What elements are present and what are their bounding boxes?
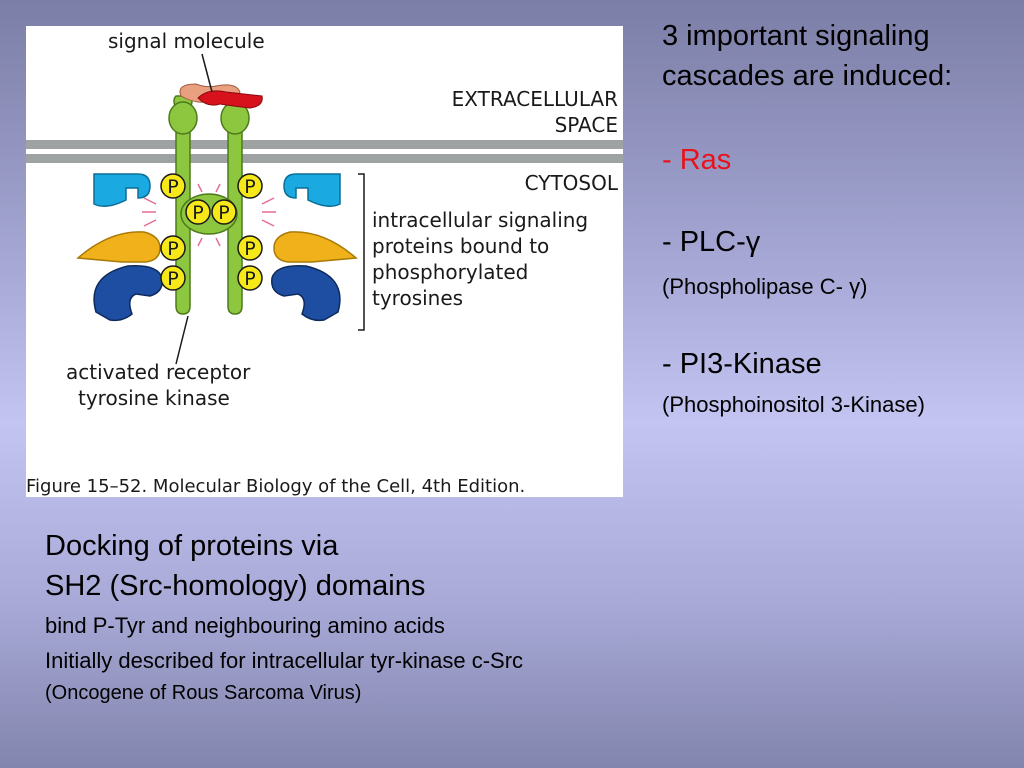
- intracellular-proteins-label: proteins bound to: [372, 234, 549, 258]
- docking-line1: Docking of proteins via: [45, 530, 339, 562]
- docking-line3: bind P-Tyr and neighbouring amino acids: [45, 613, 445, 638]
- receptor-label: tyrosine kinase: [78, 386, 230, 410]
- receptor-label: activated receptor: [66, 360, 251, 384]
- phosphate-label: P: [167, 268, 178, 290]
- phosphate-label: P: [218, 202, 229, 224]
- docking-protein-orange-right: [273, 231, 358, 263]
- membrane-gap: [26, 149, 623, 154]
- phosphotyrosine-group: P P P P P P P P: [160, 173, 263, 291]
- docking-protein-blue-right: [271, 265, 341, 322]
- activity-rays: [142, 183, 276, 247]
- extracellular-label: SPACE: [555, 113, 618, 137]
- docking-protein-blue-left: [93, 265, 163, 322]
- receptor-lobe-left: [168, 101, 198, 135]
- figure-caption: Figure 15–52. Molecular Biology of the C…: [26, 476, 525, 497]
- phosphate-label: P: [244, 176, 255, 198]
- membrane-outer-layer: [26, 140, 623, 149]
- cytosol-label: CYTOSOL: [525, 171, 619, 195]
- phosphate-circle: [237, 173, 263, 199]
- phosphate-label: P: [244, 238, 255, 260]
- intracellular-proteins-label: intracellular signaling: [372, 208, 588, 232]
- intracellular-proteins-label: phosphorylated: [372, 260, 528, 284]
- phosphate-circle: [211, 199, 237, 225]
- docking-line4: Initially described for intracellular ty…: [45, 648, 524, 673]
- phosphate-label: P: [192, 202, 203, 224]
- phosphate-circle: [185, 199, 211, 225]
- docking-protein-orange-left: [76, 231, 161, 263]
- signal-molecule-pointer: [201, 53, 213, 93]
- receptor-tyrosine-kinase-figure: P P P P P P P P signal molecule EXTRACEL…: [26, 26, 623, 497]
- cascade-item-pi3k: - PI3-Kinase: [662, 348, 822, 380]
- phosphate-label: P: [167, 176, 178, 198]
- extracellular-label: EXTRACELLULAR: [452, 87, 618, 111]
- protein-bracket: [358, 173, 365, 331]
- cascade-item-plc-subtitle: (Phospholipase C- γ): [662, 274, 868, 299]
- cascade-item-plc: - PLC-γ: [662, 226, 761, 258]
- phosphate-circle: [237, 235, 263, 261]
- phosphate-label: P: [167, 238, 178, 260]
- cascade-item-ras: - Ras: [662, 144, 732, 176]
- cascades-heading-line2: cascades are induced:: [662, 60, 953, 92]
- figure-diagram: P P P P P P P P signal molecule EXTRACEL…: [26, 29, 623, 497]
- phosphate-label: P: [244, 268, 255, 290]
- signal-molecule-label: signal molecule: [108, 29, 265, 53]
- signal-molecule-shape-front: [197, 90, 263, 109]
- phosphate-circle: [160, 173, 186, 199]
- docking-protein-cyan-right: [283, 173, 341, 207]
- receptor-pointer: [175, 315, 189, 365]
- docking-line5: (Oncogene of Rous Sarcoma Virus): [45, 682, 362, 704]
- cascade-item-pi3k-subtitle: (Phosphoinositol 3-Kinase): [662, 392, 925, 417]
- phosphate-circle: [160, 235, 186, 261]
- phosphate-circle: [237, 265, 263, 291]
- cascades-heading-line1: 3 important signaling: [662, 20, 930, 52]
- docking-line2: SH2 (Src-homology) domains: [45, 570, 426, 602]
- membrane-inner-layer: [26, 154, 623, 163]
- intracellular-proteins-label: tyrosines: [372, 286, 463, 310]
- docking-protein-cyan-left: [93, 173, 151, 207]
- phosphate-circle: [160, 265, 186, 291]
